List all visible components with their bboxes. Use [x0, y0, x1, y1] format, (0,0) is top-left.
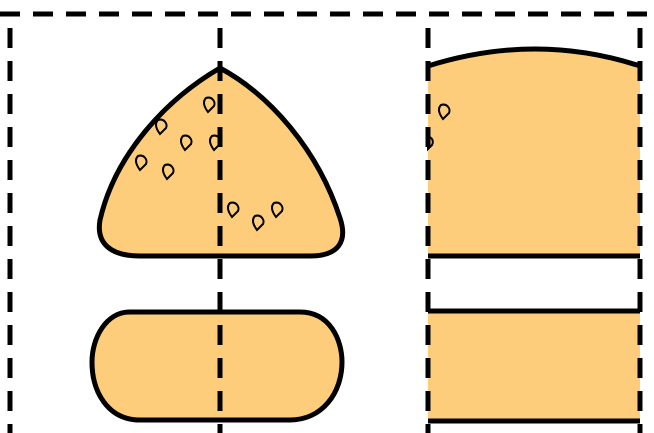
sesame-seed — [155, 118, 168, 136]
bun-bottom-shape — [89, 309, 345, 423]
sesame-seed — [438, 103, 451, 121]
sesame-seed — [271, 201, 284, 219]
sesame-seed — [203, 96, 216, 114]
sesame-seed — [135, 154, 148, 172]
bun-bottom-cut-half — [428, 308, 640, 424]
bun-top-cut-half — [427, 46, 641, 259]
bun-top-half-fill — [428, 49, 640, 256]
sesame-seed — [180, 134, 193, 152]
bun-bottom-whole — [89, 309, 345, 423]
bun-top-half-dome-edge — [427, 46, 641, 69]
cut-lines — [0, 11, 654, 433]
sesame-seed — [252, 214, 265, 232]
bun-bottom-half-fill — [428, 311, 640, 421]
sesame-seed — [227, 201, 240, 219]
sesame-seed — [162, 163, 175, 181]
